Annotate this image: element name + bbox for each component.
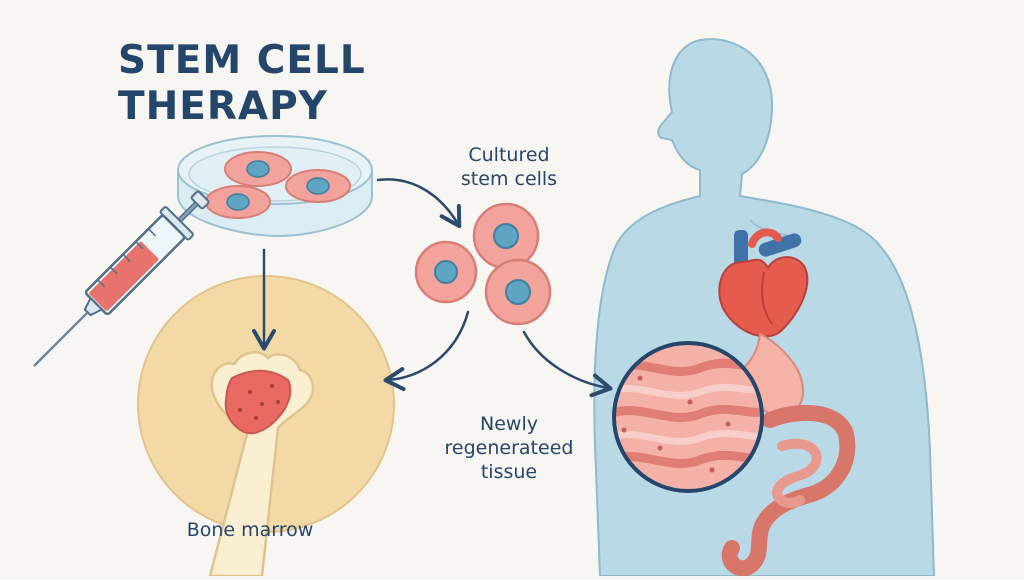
tissue-label-line-1: Newly	[480, 413, 538, 435]
petri-dish-icon	[177, 135, 373, 238]
cultured-label-line-1: Cultured	[468, 144, 550, 166]
cultured-label-line-2: stem cells	[460, 168, 558, 190]
arrow-cells-to-tissue	[522, 330, 613, 398]
bone-marrow-area	[137, 275, 395, 578]
syringe-icon	[33, 190, 210, 367]
tissue-magnifier-icon	[612, 341, 764, 493]
stem-cell-icon	[414, 240, 478, 304]
stem-cell-icon	[484, 258, 552, 326]
arrow-cells-to-marrow	[383, 310, 470, 392]
cultured-stem-cells-label: Cultured stem cells	[424, 143, 594, 191]
heart-icon	[718, 228, 809, 338]
arrow-dish-to-cells	[376, 178, 462, 229]
tissue-label-line-2: regenerateed	[444, 437, 574, 459]
stem-cell-icon	[472, 202, 540, 270]
title-line-2: THERAPY	[118, 84, 328, 129]
intestine-icon	[721, 404, 856, 577]
title-line-1: STEM CELL	[118, 38, 366, 83]
stem-cell-cluster	[414, 202, 552, 326]
bone-marrow-label: Bone marrow	[186, 519, 314, 541]
tissue-label-line-3: tissue	[480, 461, 538, 483]
page-title: STEM CELL THERAPY	[118, 38, 366, 130]
bone-icon	[208, 351, 315, 578]
regenerated-tissue-label: Newly regenerateed tissue	[404, 412, 614, 484]
flow-arrows	[252, 178, 613, 398]
